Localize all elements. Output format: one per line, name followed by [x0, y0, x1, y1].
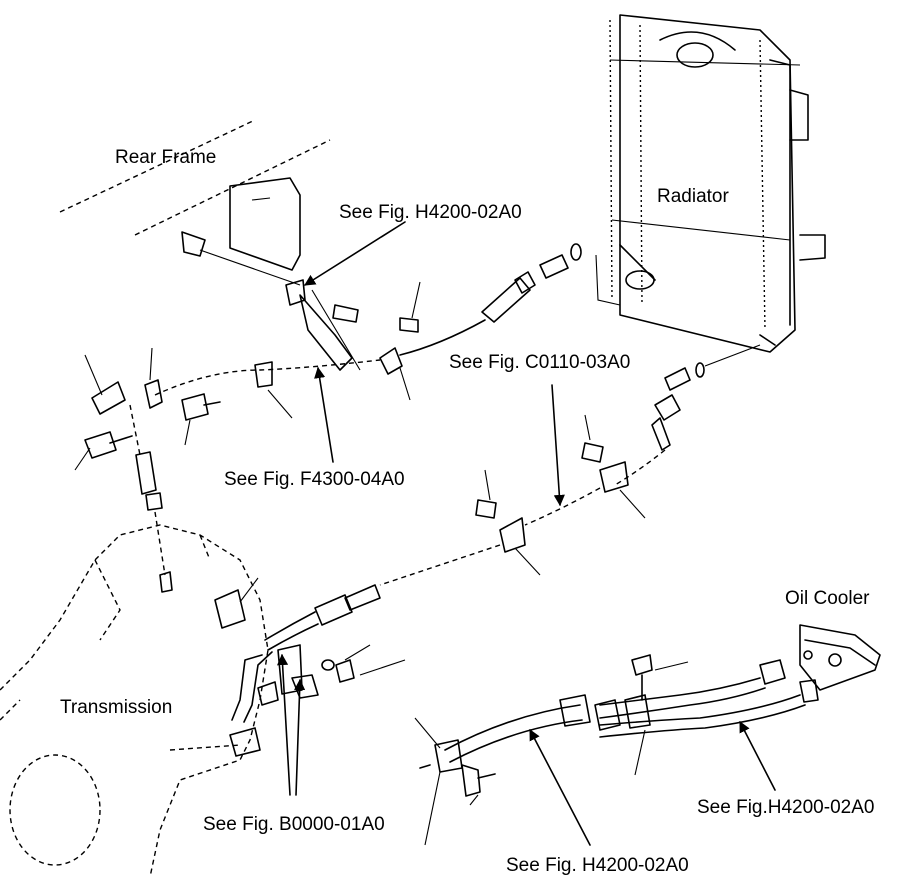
middle-tube	[379, 394, 681, 586]
transmission-outline	[0, 524, 269, 877]
ref-h4200-bottom-label: See Fig. H4200-02A0	[506, 855, 689, 876]
lower-hose-assembly	[419, 694, 591, 797]
ref-c0110-label: See Fig. C0110-03A0	[449, 352, 631, 373]
rear-frame-outline	[59, 119, 331, 286]
left-clamps	[84, 379, 221, 459]
transmission-label: Transmission	[60, 697, 173, 718]
upper-hose	[399, 271, 536, 356]
radiator-outline	[609, 14, 826, 353]
main-tube	[154, 279, 403, 396]
radiator-fittings	[539, 243, 761, 391]
ref-h4200-top-label: See Fig. H4200-02A0	[339, 202, 522, 223]
dipstick-tube	[129, 404, 173, 593]
rear-frame-label: Rear Frame	[115, 147, 217, 168]
oil-cooler-label: Oil Cooler	[785, 588, 870, 609]
ref-b0000-label: See Fig. B0000-01A0	[203, 814, 385, 835]
cooler-hoses	[594, 654, 806, 738]
radiator-label: Radiator	[657, 186, 729, 207]
leader-lines	[74, 221, 776, 846]
ref-h4200-right-label: See Fig.H4200-02A0	[697, 797, 875, 818]
bolts	[332, 304, 604, 519]
lower-tube	[231, 584, 381, 723]
oil-cooler-outline	[759, 624, 881, 703]
ref-f4300-label: See Fig. F4300-04A0	[224, 469, 405, 490]
